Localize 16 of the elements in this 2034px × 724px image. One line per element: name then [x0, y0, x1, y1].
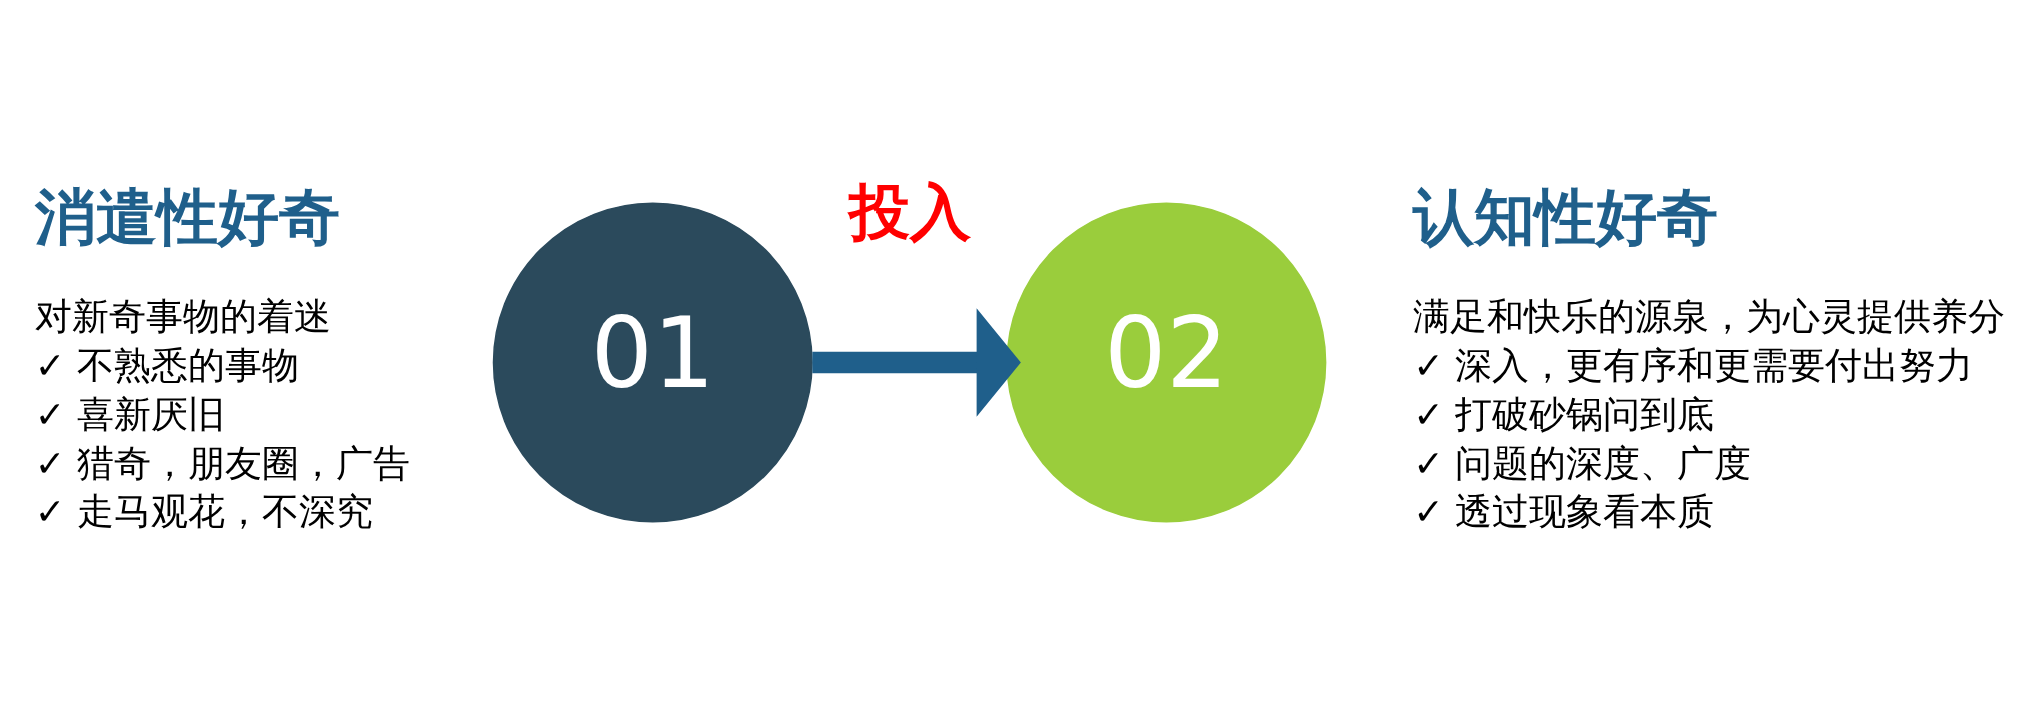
edge-label: 投入 [848, 175, 971, 247]
node-label: 满足和快乐的源泉，为心灵提供养分 [1413, 294, 2006, 338]
node-label: ✓ 走马观花，不深究 [34, 489, 374, 533]
node-circle: 01 [492, 202, 813, 522]
node-label: ✓ 问题的深度、广度 [1413, 441, 1752, 485]
node-label: ✓ 喜新厌旧 [34, 392, 226, 436]
node-circle: 02 [1006, 202, 1327, 522]
node-label: ✓ 猎奇，朋友圈，广告 [34, 441, 411, 485]
node-label: 对新奇事物的着迷 [34, 294, 331, 338]
node-label: 认知性好奇 [1413, 180, 1719, 252]
node-label: ✓ 深入，更有序和更需要付出努力 [1413, 343, 1974, 387]
node-label: ✓ 不熟悉的事物 [34, 343, 300, 387]
node-label: 消遣性好奇 [34, 180, 340, 252]
arrow [812, 307, 1021, 417]
node-label: ✓ 透过现象看本质 [1413, 489, 1715, 533]
node-label: ✓ 打破砂锅问到底 [1413, 392, 1715, 436]
